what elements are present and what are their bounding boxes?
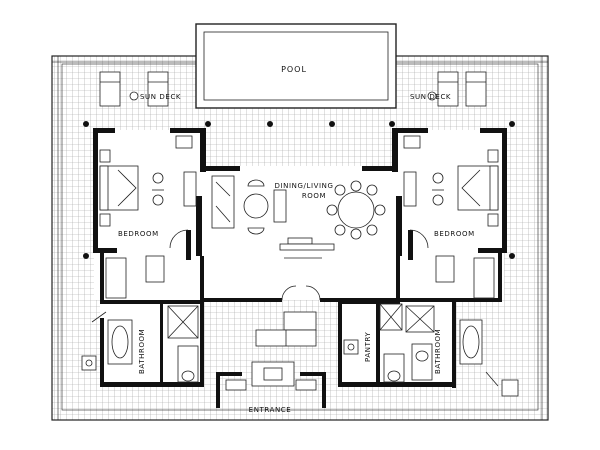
dining-living-label-line2: ROOM	[302, 192, 326, 200]
dining-living-label-line1: DINING/LIVING	[274, 182, 333, 190]
bathroom-left-label: BATHROOM	[138, 329, 146, 374]
bathroom-right: BATHROOM	[405, 255, 519, 397]
pantry-label: PANTRY	[364, 332, 372, 362]
pantry: PANTRY	[343, 303, 405, 383]
bed-left: BEDROOM	[99, 135, 197, 249]
bedroom-right-label: BEDROOM	[434, 230, 475, 238]
bed-right: BEDROOM	[403, 135, 499, 249]
pool-label: POOL	[281, 65, 307, 74]
bathroom-left: BATHROOM	[81, 255, 199, 383]
entrance-label: ENTRANCE	[249, 406, 292, 414]
walls	[93, 128, 507, 408]
bathroom-right-label: BATHROOM	[434, 329, 442, 374]
pool: POOL	[195, 23, 397, 109]
sun-deck-right: SUN DECK	[410, 71, 487, 107]
columns	[83, 121, 515, 259]
sun-deck-right-label: SUN DECK	[410, 93, 451, 101]
sun-deck-left: SUN DECK	[99, 71, 181, 107]
entrance-foyer: ENTRANCE	[225, 285, 321, 414]
dining-living-room: DINING/LIVING ROOM	[211, 175, 386, 259]
bedroom-left-label: BEDROOM	[118, 230, 159, 238]
sun-deck-left-label: SUN DECK	[140, 93, 181, 101]
